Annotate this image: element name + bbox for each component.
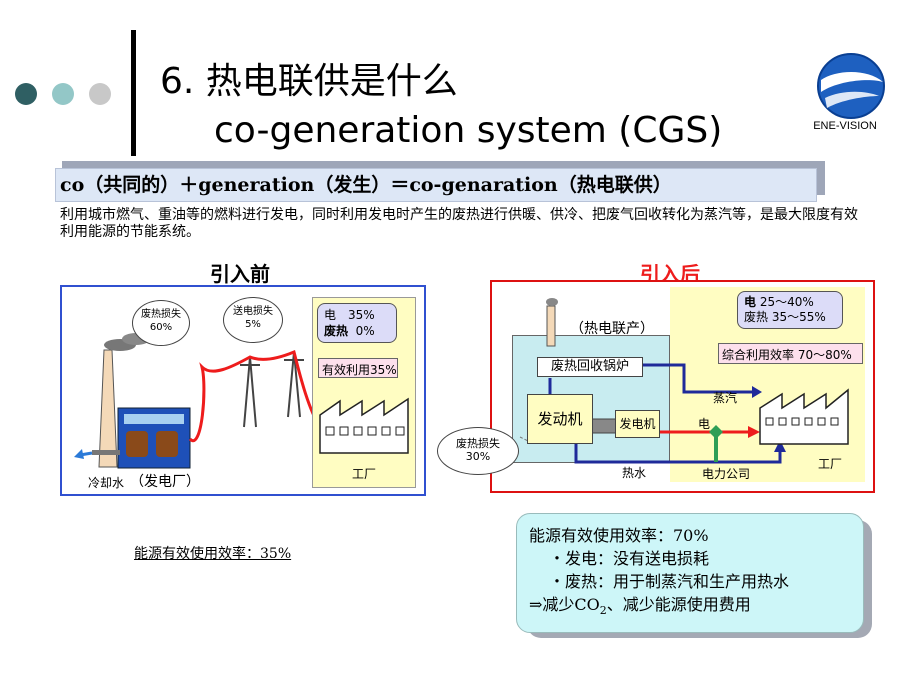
before-factory-label: 工厂 xyxy=(352,467,377,481)
summary-line-4-sub: 2 xyxy=(599,604,607,618)
before-diagram xyxy=(74,328,322,469)
summary-line-2: ・发电：没有送电损耗 xyxy=(549,549,710,568)
after-stats-elec-value: 25～40% xyxy=(759,295,814,309)
after-diagram xyxy=(519,298,849,464)
before-effective-box: 有效利用35% xyxy=(318,358,398,378)
before-waste-heat-label: 废热损失 60% xyxy=(141,309,181,333)
before-stats-heat-value: 0% xyxy=(355,324,375,338)
after-boiler: 废热回收锅炉 xyxy=(537,357,643,377)
before-stats-box: 电 35% 废热 0% xyxy=(317,303,397,343)
before-stats-heat-label: 废热 xyxy=(324,324,349,338)
description-text: 利用城市燃气、重油等的燃料进行发电，同时利用发电时产生的废热进行供暖、供冷、把废… xyxy=(60,207,858,240)
before-plant-label: （发电厂） xyxy=(130,474,200,490)
after-power-company-label: 电力公司 xyxy=(702,467,751,481)
header-dot-1 xyxy=(15,83,37,105)
summary-line-4-suffix: 、减少能源使用费用 xyxy=(606,595,751,614)
before-efficiency: 能源有效使用效率：35% xyxy=(134,546,292,562)
after-waste-heat-cloud: 废热损失 30% xyxy=(437,427,519,475)
brand-name: ENE-VISION xyxy=(813,120,877,132)
ene-vision-logo-icon xyxy=(817,53,885,119)
before-transmit-loss-label: 送电损失 5% xyxy=(233,306,273,330)
after-overall-box: 综合利用效率 70～80% xyxy=(718,343,863,364)
after-stats-elec-label: 电 xyxy=(744,295,757,309)
before-transmit-loss-cloud: 送电损失 5% xyxy=(223,297,283,343)
before-factory-icon xyxy=(319,397,409,454)
after-waste-heat-label: 废热损失 30% xyxy=(456,437,500,463)
header-dot-2 xyxy=(52,83,74,105)
title-divider xyxy=(131,30,136,156)
definition-banner: co（共同的）＋generation（发生）＝co-genaration（热电联… xyxy=(55,168,817,202)
after-elec-label: 电 xyxy=(698,417,711,431)
after-stats-box: 电 25～40% 废热 35～55% xyxy=(737,291,843,329)
after-stats-heat: 废热 35～55% xyxy=(744,310,826,324)
before-waste-heat-cloud: 废热损失 60% xyxy=(132,300,190,346)
after-hot-water-label: 热水 xyxy=(622,466,647,480)
header-dot-3 xyxy=(89,83,111,105)
summary-line-4-prefix: ⇒减少CO xyxy=(529,595,600,614)
after-engine: 发动机 xyxy=(527,394,593,444)
summary-line-1: 能源有效使用效率：70% xyxy=(529,526,709,545)
before-stats-elec: 电 35% xyxy=(324,308,375,322)
after-factory-label: 工厂 xyxy=(818,457,843,471)
after-steam-label: 蒸汽 xyxy=(713,391,738,405)
summary-line-4: ⇒减少CO2、减少能源使用费用 xyxy=(529,593,851,622)
before-title: 引入前 xyxy=(210,262,270,286)
summary-line-3: ・废热：用于制蒸汽和生产用热水 xyxy=(549,572,790,591)
summary-box: 能源有效使用效率：70% ・发电：没有送电损耗 ・废热：用于制蒸汽和生产用热水 … xyxy=(516,513,864,633)
after-cgs-label: （热电联产） xyxy=(570,321,654,337)
before-cooling-water-label: 冷却水 xyxy=(88,476,125,490)
page-title: 6. 热电联供是什么 xyxy=(160,61,458,102)
after-generator: 发电机 xyxy=(615,410,660,438)
page-subtitle: co-generation system (CGS) xyxy=(214,110,723,151)
